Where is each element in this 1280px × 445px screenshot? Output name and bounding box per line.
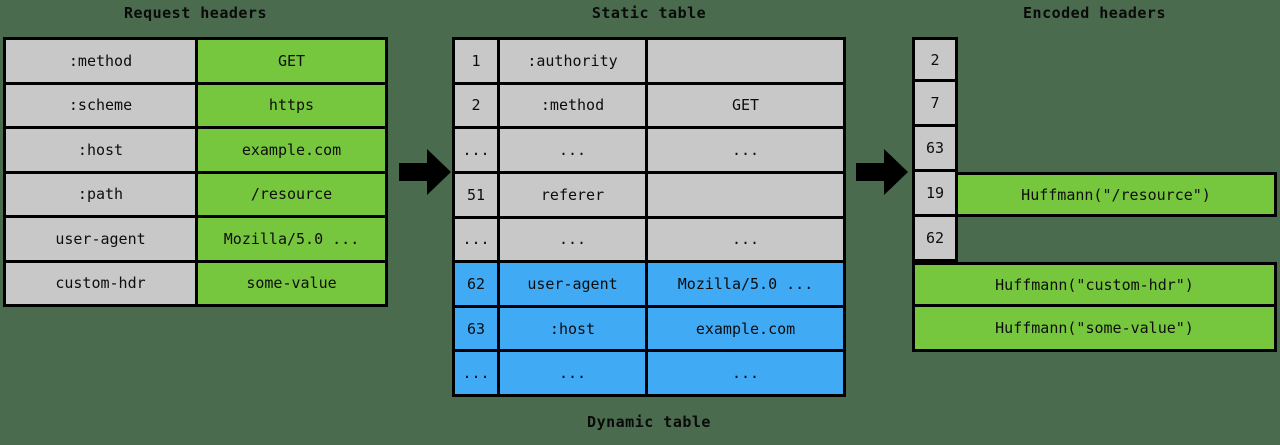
dynamic-table-title: Dynamic table: [587, 413, 711, 431]
request-headers-title: Request headers: [124, 4, 267, 22]
header-value: Mozilla/5.0 ...: [198, 218, 385, 260]
header-name: :scheme: [6, 84, 198, 126]
encoded-entry: 19 Huffmann("/resource"): [912, 172, 1277, 217]
table-row: 1 :authority: [455, 40, 843, 85]
encoded-index: 62: [912, 217, 958, 262]
entry-index: 1: [455, 40, 500, 82]
table-row: 51 referer: [455, 173, 843, 219]
encoded-value: Huffmann("some-value"): [912, 307, 1277, 352]
header-value: GET: [198, 40, 385, 82]
entry-value: Mozilla/5.0 ...: [648, 263, 843, 305]
arrow-right-icon: [399, 149, 451, 195]
entry-name: :authority: [500, 40, 648, 82]
encoded-value: Huffmann("custom-hdr"): [912, 262, 1277, 307]
entry-index: 2: [455, 84, 500, 127]
encoded-index: 19: [912, 172, 958, 217]
table-row: :scheme https: [6, 84, 385, 129]
header-name: :host: [6, 129, 198, 171]
header-value: some-value: [198, 262, 385, 304]
header-name: :path: [6, 173, 198, 215]
entry-index: ...: [455, 352, 500, 394]
entry-index: 62: [455, 263, 500, 305]
encoded-index: 63: [912, 127, 958, 172]
encoded-index: 7: [912, 82, 958, 127]
table-row: 63 :host example.com: [455, 307, 843, 353]
encoded-entry: 62: [912, 217, 958, 262]
table-row: custom-hdr some-value: [6, 262, 385, 304]
entry-value: GET: [648, 84, 843, 127]
table-row: ... ... ...: [455, 129, 843, 174]
arrow-right-icon: [856, 149, 908, 195]
entry-index: 63: [455, 307, 500, 350]
header-value: /resource: [198, 173, 385, 215]
encoded-headers-list: 2 7 63 19 Huffmann("/resource") 62 Huffm…: [912, 37, 1277, 352]
header-value: example.com: [198, 129, 385, 171]
entry-value: ...: [648, 218, 843, 261]
table-row: :method GET: [6, 40, 385, 85]
entry-name: referer: [500, 173, 648, 216]
encoded-index: 2: [912, 37, 958, 82]
entry-name: ...: [500, 129, 648, 171]
entry-value: [648, 173, 843, 216]
entry-value: ...: [648, 129, 843, 171]
header-value: https: [198, 84, 385, 126]
table-row: user-agent Mozilla/5.0 ...: [6, 218, 385, 263]
table-row: :path /resource: [6, 173, 385, 218]
header-name: :method: [6, 40, 198, 82]
table-row: 2 :method GET: [455, 84, 843, 130]
hpack-static-dynamic-table: 1 :authority 2 :method GET ... ... ... 5…: [452, 37, 846, 397]
encoded-entry: 2: [912, 37, 958, 82]
entry-name: :host: [500, 307, 648, 350]
encoded-entry: 7: [912, 82, 958, 127]
entry-value: [648, 40, 843, 82]
table-row: 62 user-agent Mozilla/5.0 ...: [455, 263, 843, 308]
encoded-entry: 63: [912, 127, 958, 172]
encoded-value: Huffmann("/resource"): [958, 172, 1277, 217]
request-headers-table: :method GET :scheme https :host example.…: [3, 37, 388, 307]
entry-value: ...: [648, 352, 843, 394]
header-name: user-agent: [6, 218, 198, 260]
entry-name: ...: [500, 218, 648, 261]
header-name: custom-hdr: [6, 262, 198, 304]
entry-index: ...: [455, 129, 500, 171]
encoded-headers-title: Encoded headers: [1023, 4, 1166, 22]
table-row: ... ... ...: [455, 352, 843, 394]
entry-value: example.com: [648, 307, 843, 350]
static-table-title: Static table: [591, 4, 707, 22]
table-row: :host example.com: [6, 129, 385, 174]
entry-name: user-agent: [500, 263, 648, 305]
entry-index: 51: [455, 173, 500, 216]
table-row: ... ... ...: [455, 218, 843, 264]
entry-name: :method: [500, 84, 648, 127]
entry-name: ...: [500, 352, 648, 394]
entry-index: ...: [455, 218, 500, 261]
